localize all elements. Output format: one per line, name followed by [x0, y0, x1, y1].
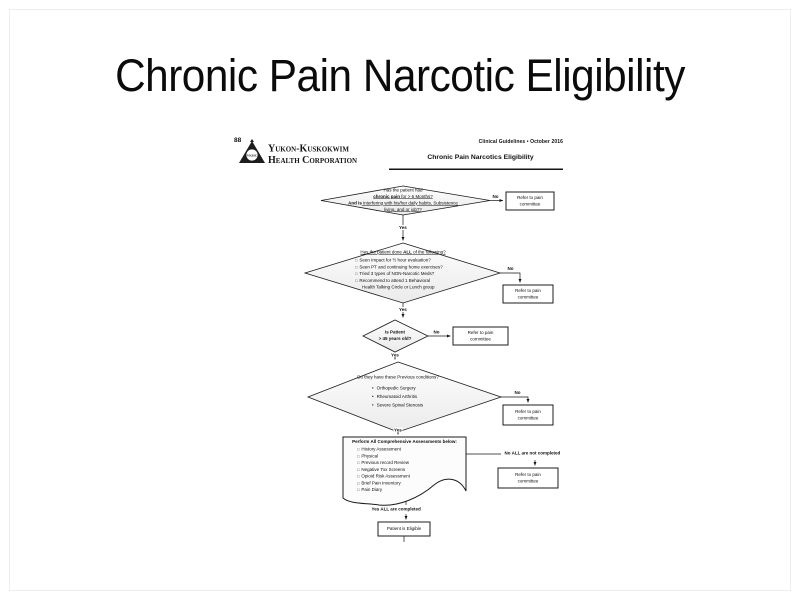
slide-title: Chronic Pain Narcotic Eligibility [115, 50, 685, 101]
refer-box-5 [497, 467, 559, 489]
label-no-4: No [514, 390, 521, 395]
ykhc-logo [239, 139, 265, 163]
checkbox-icon: □ [355, 257, 358, 263]
refer-box-3 [452, 326, 509, 346]
checkbox-item: □Opioid Risk Assessment [357, 473, 410, 479]
bullet-item: •Orthopedic Surgery [372, 385, 416, 391]
checkbox-item: □Seen Impact for ½ hour evaluation? [355, 257, 431, 263]
checkbox-item: □Tried 3 types of NON-Narcotic Meds? [355, 271, 435, 276]
checkbox-icon: □ [357, 446, 360, 452]
decision-all-following [303, 242, 502, 304]
label-no-2: No [507, 266, 514, 271]
decision-previous-conditions-items: •Orthopedic Surgery •Rheumatoid Arthriti… [372, 384, 423, 410]
checkbox-icon: □ [357, 453, 360, 459]
checkbox-item: □Seen PT and continuing home exercises? [355, 264, 443, 270]
decision-age [362, 319, 429, 353]
label-yes-4: Yes [393, 427, 403, 433]
refer-box-4 [502, 404, 554, 426]
bullet-icon: • [372, 402, 374, 408]
checkbox-icon: □ [355, 264, 358, 270]
header-rule [389, 168, 563, 170]
bullet-item: •Rheumatoid Arthritis [372, 394, 418, 399]
label-yes-2: Yes [398, 307, 408, 312]
assessments-document-shape [342, 436, 467, 506]
checkbox-item: □Negative Tox Screens [357, 466, 406, 472]
guideline-document: YKHC 88 Yukon-Kuskokwim Health Corporati… [230, 128, 590, 568]
guidelines-dateline: Clinical Guidelines • October 2016 [478, 139, 563, 145]
assessments-heading: Perform All Comprehensive Assessments be… [352, 439, 457, 444]
label-no-1: No [492, 194, 499, 199]
checkbox-item: □Brief Pain Inventory [357, 480, 401, 486]
checkbox-icon: □ [357, 473, 360, 479]
decision-all-following-items: □Seen Impact for ½ hour evaluation? □See… [355, 257, 443, 290]
checkbox-item: □Previous record Review [357, 460, 409, 465]
flowchart-canvas: YKHC [239, 139, 559, 542]
decision-all-following-heading: Has the patient done ALL of the followin… [360, 249, 446, 255]
checkbox-item: □Physical [357, 453, 379, 459]
eligible-box [377, 521, 431, 537]
checkbox-icon: □ [357, 460, 360, 465]
label-no-all: No ALL are not completed [504, 450, 561, 456]
bullet-icon: • [372, 394, 374, 399]
eligible-box-text: Patient is Eligible [386, 526, 422, 531]
refer-box-2 [502, 284, 554, 304]
decision-age-text: Is Patient > 45 years old? [378, 329, 412, 342]
refer-box-1 [505, 191, 555, 211]
decision-chronic-pain [320, 185, 491, 216]
checkbox-icon: □ [357, 487, 360, 492]
label-yes-3: Yes [390, 352, 400, 358]
checkbox-icon: □ [355, 278, 358, 283]
assessments-items: □History Assessment □Physical □Previous … [357, 446, 410, 493]
label-yes-all: Yes ALL are completed [371, 506, 422, 512]
checkbox-item: □Pain Diary [357, 487, 383, 492]
bullet-icon: • [372, 385, 374, 391]
checkbox-icon: □ [355, 271, 358, 276]
checkbox-icon: □ [357, 467, 360, 472]
org-name-line1: Yukon-Kuskokwim [268, 143, 349, 154]
label-yes-1: Yes [398, 225, 408, 230]
checkbox-item: □Recommend to attend 1 Behavioral [355, 277, 430, 283]
org-name: Yukon-Kuskokwim Health Corporation [268, 143, 357, 166]
org-name-line2: Health Corporation [268, 154, 358, 166]
decision-previous-conditions-heading: Do they have these Previous conditions? [357, 374, 439, 380]
page-number: 88 [234, 136, 242, 144]
logo-text: YKHC [247, 154, 258, 158]
connector-d4-no [501, 396, 530, 403]
connector-d2-no [500, 272, 522, 283]
checkbox-icon: □ [357, 480, 360, 486]
checkbox-item: □History Assessment [357, 446, 401, 452]
bullet-item: •Severe Spinal Stenosis [372, 402, 424, 408]
label-no-3: No [433, 329, 440, 335]
decision-chronic-pain-text: Has the patient had chronic pain for > 6… [348, 187, 458, 213]
document-title: Chronic Pain Narcotics Eligibility [427, 153, 534, 161]
